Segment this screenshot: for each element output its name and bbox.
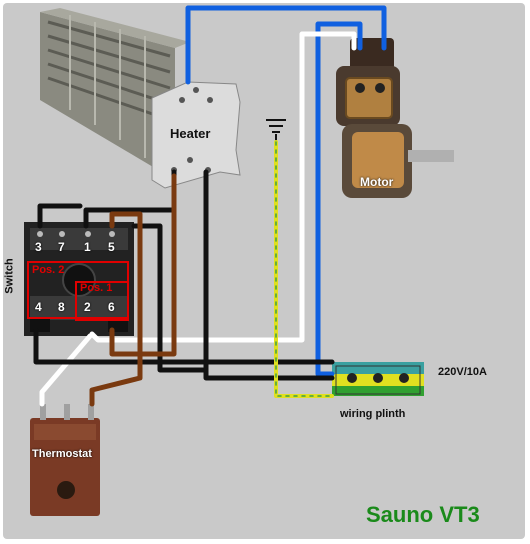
switch-label: Switch xyxy=(3,258,16,294)
motor-image xyxy=(336,38,454,198)
terminal-6: 6 xyxy=(108,300,115,314)
terminal-1: 1 xyxy=(84,240,91,254)
wires xyxy=(33,5,387,407)
terminal-7: 7 xyxy=(58,240,65,254)
switch-body xyxy=(24,222,134,336)
diagram-title: Sauno VT3 xyxy=(366,502,480,527)
heater-label: Heater xyxy=(170,126,211,141)
terminal-4: 4 xyxy=(35,300,42,314)
plinth-label: wiring plinth xyxy=(340,408,406,420)
motor-label: Motor xyxy=(360,175,394,189)
terminal-8: 8 xyxy=(58,300,65,314)
ground-symbol xyxy=(266,119,286,142)
terminal-2: 2 xyxy=(84,300,91,314)
terminal-5: 5 xyxy=(108,240,115,254)
thermostat-label: Thermostat xyxy=(32,448,92,460)
terminal-3: 3 xyxy=(35,240,42,254)
switch-position-2-label: Pos. 2 xyxy=(32,264,65,276)
heater-plate xyxy=(151,81,241,189)
thermostat-body xyxy=(30,404,100,516)
rating-label: 220V/10A xyxy=(438,366,487,378)
switch-position-1-label: Pos. 1 xyxy=(80,282,113,294)
heater-element-image xyxy=(40,8,190,180)
wiring-plinth xyxy=(332,362,424,396)
